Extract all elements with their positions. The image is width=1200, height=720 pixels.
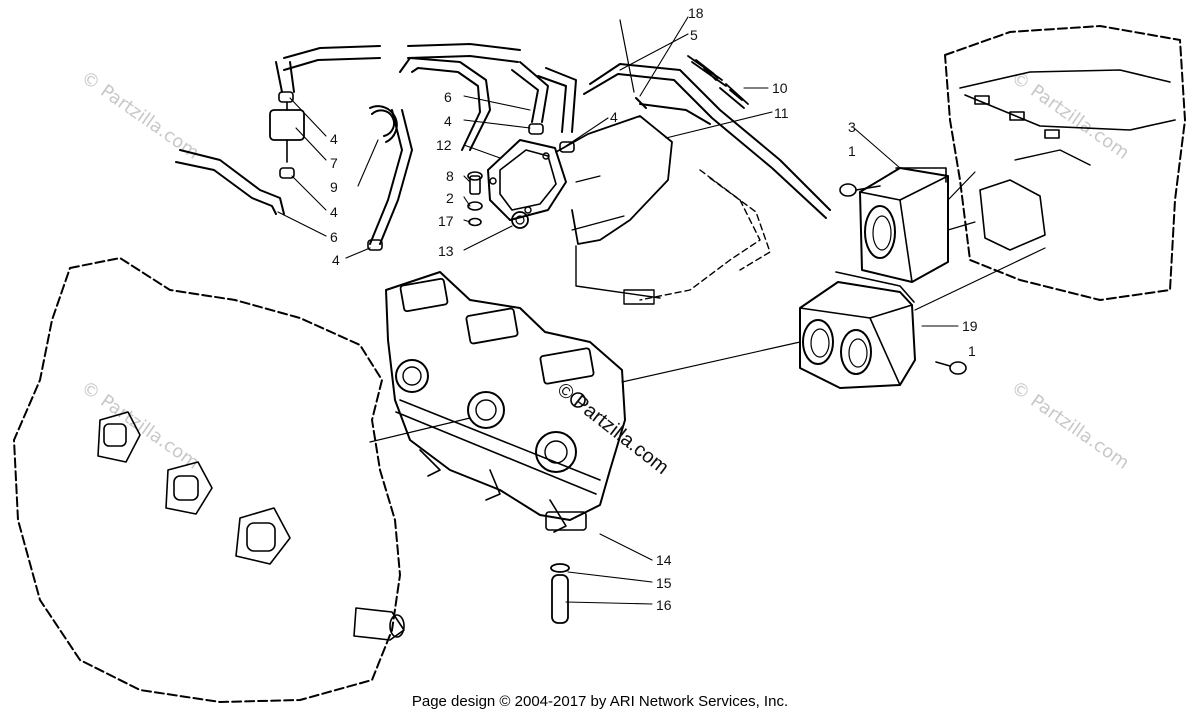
- callout-7: 7: [330, 155, 338, 171]
- callout-18: 18: [688, 5, 704, 21]
- callout-4: 4: [332, 252, 340, 268]
- callout-11: 11: [774, 105, 789, 121]
- watermark: © Partzilla.com: [77, 377, 203, 474]
- callout-1: 1: [968, 343, 976, 359]
- watermark: © Partzilla.com: [77, 67, 203, 164]
- impulse-line: [619, 19, 749, 125]
- intake-silencer-lower: [799, 247, 1046, 389]
- hardware: [467, 171, 967, 624]
- fuel-lines: [175, 43, 831, 251]
- callout-3: 3: [848, 119, 856, 135]
- callout-16: 16: [656, 597, 672, 613]
- callout-6: 6: [444, 89, 452, 105]
- callout-14: 14: [656, 552, 672, 568]
- intake-silencer-upper: [859, 167, 976, 283]
- callout-9: 9: [330, 179, 338, 195]
- page-footer: Page design © 2004-2017 by ARI Network S…: [411, 693, 789, 710]
- carburetor-bank: [385, 271, 801, 533]
- callout-4: 4: [330, 204, 338, 220]
- callout-17: 17: [438, 213, 454, 229]
- callout-15: 15: [656, 575, 672, 591]
- callout-8: 8: [446, 168, 454, 184]
- callout-19: 19: [962, 318, 978, 334]
- callout-4: 4: [610, 109, 618, 125]
- leader-lines: [277, 16, 959, 605]
- airbox: [944, 25, 1186, 301]
- callout-1: 1: [848, 143, 856, 159]
- callout-numbers: 18 5 10 11 6 4 4 12 8 2 17 13 4 7 9 4 6 …: [330, 5, 978, 613]
- callout-10: 10: [772, 80, 788, 96]
- callout-13: 13: [438, 243, 454, 259]
- callout-5: 5: [690, 27, 698, 43]
- callout-4: 4: [444, 113, 452, 129]
- callout-12: 12: [436, 137, 452, 153]
- engine-block: [13, 257, 471, 703]
- callout-2: 2: [446, 190, 454, 206]
- watermark: © Partzilla.com: [1007, 377, 1133, 474]
- fuel-pump-assembly: [487, 115, 771, 305]
- watermark: © Partzilla.com: [1007, 67, 1133, 164]
- callout-4: 4: [330, 131, 338, 147]
- callout-6: 6: [330, 229, 338, 245]
